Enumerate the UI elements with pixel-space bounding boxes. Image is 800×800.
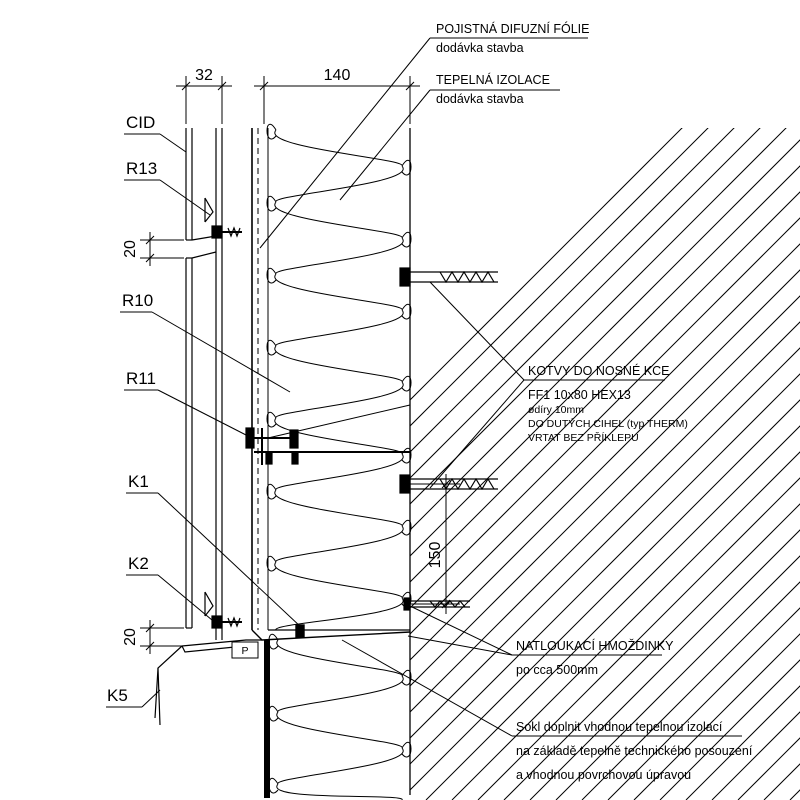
cladding-panel (185, 128, 223, 640)
bracket-r11 (245, 404, 411, 465)
label-cid: CID (126, 113, 155, 132)
leader-lines (106, 37, 742, 737)
label-k2: K2 (128, 554, 149, 573)
label-r13: R13 (126, 159, 157, 178)
note-anchors-line1: FF1 10x80 HEX13 (528, 388, 631, 402)
dimension-20-bottom (140, 620, 184, 654)
note-dowels-title: NATLOUKACÍ HMOŽDINKY (516, 638, 674, 653)
dim-20-bottom-label: 20 (122, 628, 139, 646)
dimension-20-top (140, 232, 184, 266)
note-dowels-sub: po cca 500mm (516, 663, 598, 677)
dim-20-top-label: 20 (122, 240, 139, 258)
p-marker: P (231, 641, 259, 659)
base-profile-k1 (251, 624, 411, 641)
note-sokl-line3: a vhodnou povrchovou úpravou (516, 768, 691, 782)
note-anchors-title: KOTVY DO NOSNÉ KCE (528, 363, 669, 378)
label-r11: R11 (126, 369, 156, 388)
label-k1: K1 (128, 472, 149, 491)
plinth-insulation (268, 633, 412, 800)
note-anchors-line2: ødíry 10mm (528, 404, 584, 416)
insulation-layer (266, 123, 412, 631)
svg-text:P: P (241, 645, 248, 657)
note-foil-sub: dodávka stavba (436, 41, 524, 55)
anchor-1 (399, 267, 498, 287)
dimension-140 (254, 76, 420, 124)
masonry-wall (410, 128, 800, 800)
label-r10: R10 (122, 291, 153, 310)
dimension-150 (410, 474, 460, 614)
note-sokl-line2: na základě tepelně technického posouzení (516, 744, 753, 758)
note-insulation-title: TEPELNÁ IZOLACE (436, 72, 550, 87)
dim-140-label: 140 (324, 67, 351, 84)
plinth-wall (264, 640, 270, 798)
dim-32-label: 32 (195, 67, 213, 84)
dimension-32 (176, 76, 232, 124)
fastener-r13 (204, 197, 242, 239)
note-anchors-line4: VRTAT BEZ PŘÍKLEPU (528, 431, 639, 444)
label-k5: K5 (107, 686, 128, 705)
note-anchors-line3: DO DUTÝCH CIHEL (typ THERM) (528, 417, 688, 430)
note-sokl-line1: Sokl doplnit vhodnou tepelnou izolací (516, 720, 723, 734)
fastener-k2 (204, 591, 242, 629)
note-foil-title: POJISTNÁ DIFUZNÍ FÓLIE (436, 21, 590, 36)
note-insulation-sub: dodávka stavba (436, 92, 524, 106)
dim-150-label: 150 (427, 542, 444, 569)
